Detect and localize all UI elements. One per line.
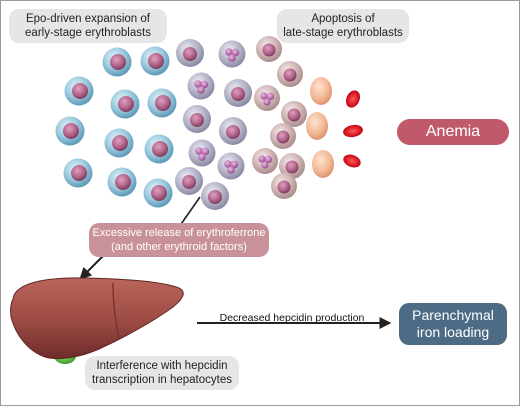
apoptotic-erythroblast: [218, 40, 246, 68]
anemia-label: Anemia: [397, 119, 509, 145]
early-erythroblast: [143, 178, 173, 208]
apoptotic-erythroblast: [217, 152, 245, 180]
excessive-release-line-2: (and other erythroid factors): [111, 241, 247, 253]
red-blood-cell: [343, 154, 361, 168]
apoptosis-line-1: Apoptosis of: [311, 13, 375, 25]
iron-loading-label: Parenchymal iron loading: [399, 303, 507, 345]
release-connector-line: [178, 196, 201, 228]
liver-ligament: [112, 282, 120, 340]
intermediate-erythroblast: [224, 79, 252, 107]
intermediate-erythroblast: [176, 39, 204, 67]
late-erythroblast: [281, 101, 307, 127]
epo-expansion-line-1: Epo-driven expansion of: [25, 13, 150, 25]
late-erythroblast: [277, 61, 303, 87]
early-erythroblast-group: [55, 12, 177, 208]
early-erythroblast: [64, 76, 94, 106]
late-erythroblast: [270, 123, 296, 149]
excessive-release-label: Excessive release of erythroferrone (and…: [89, 223, 269, 257]
red-blood-cell: [345, 90, 361, 108]
reticulocyte: [312, 150, 334, 178]
apoptotic-late-erythroblast: [252, 148, 278, 174]
early-erythroblast: [147, 88, 177, 118]
red-blood-cell: [343, 124, 363, 138]
iron-loading-line-2: iron loading: [416, 324, 490, 340]
arrow-to-liver: [79, 253, 106, 280]
apoptotic-erythroblast: [187, 72, 215, 100]
interference-line-2: transcription in hepatocytes: [92, 374, 232, 386]
apoptosis-label: Apoptosis of late-stage erythroblasts: [277, 9, 409, 43]
epo-expansion-label: Epo-driven expansion of early-stage eryt…: [9, 9, 167, 43]
early-erythroblast: [110, 89, 140, 119]
epo-expansion-line-2: early-stage erythroblasts: [25, 27, 151, 39]
early-erythroblast: [63, 158, 93, 188]
excessive-release-line-1: Excessive release of erythroferrone: [92, 227, 266, 239]
apoptotic-late-erythroblast: [254, 85, 280, 111]
apoptotic-erythroblast: [188, 139, 216, 167]
interference-line-1: Interference with hepcidin: [96, 360, 228, 372]
liver-illustration: [10, 277, 184, 364]
intermediate-erythroblast: [183, 105, 211, 133]
late-erythroblast: [271, 173, 297, 199]
late-erythroblast: [279, 153, 305, 179]
late-erythroblast-group: [252, 36, 307, 199]
early-erythroblast: [104, 128, 134, 158]
intermediate-erythroblast-group: [175, 39, 252, 210]
iron-loading-line-1: Parenchymal: [412, 307, 494, 323]
decreased-hepcidin-label: Decreased hepcidin production: [219, 312, 365, 324]
reticulocyte: [306, 112, 328, 140]
late-erythroblast: [256, 36, 282, 62]
apoptosis-line-2: late-stage erythroblasts: [283, 27, 403, 39]
reticulocyte-group: [306, 77, 334, 178]
intermediate-erythroblast: [175, 167, 203, 195]
early-erythroblast: [102, 47, 132, 77]
early-erythroblast: [140, 46, 170, 76]
interference-label: Interference with hepcidin transcription…: [85, 356, 239, 390]
intermediate-erythroblast: [201, 182, 229, 210]
liver: [10, 277, 184, 360]
early-erythroblast: [144, 134, 174, 164]
early-erythroblast: [55, 116, 85, 146]
early-erythroblast: [107, 167, 137, 197]
intermediate-erythroblast: [219, 117, 247, 145]
red-blood-cell-group: [343, 90, 363, 168]
reticulocyte: [310, 77, 332, 105]
